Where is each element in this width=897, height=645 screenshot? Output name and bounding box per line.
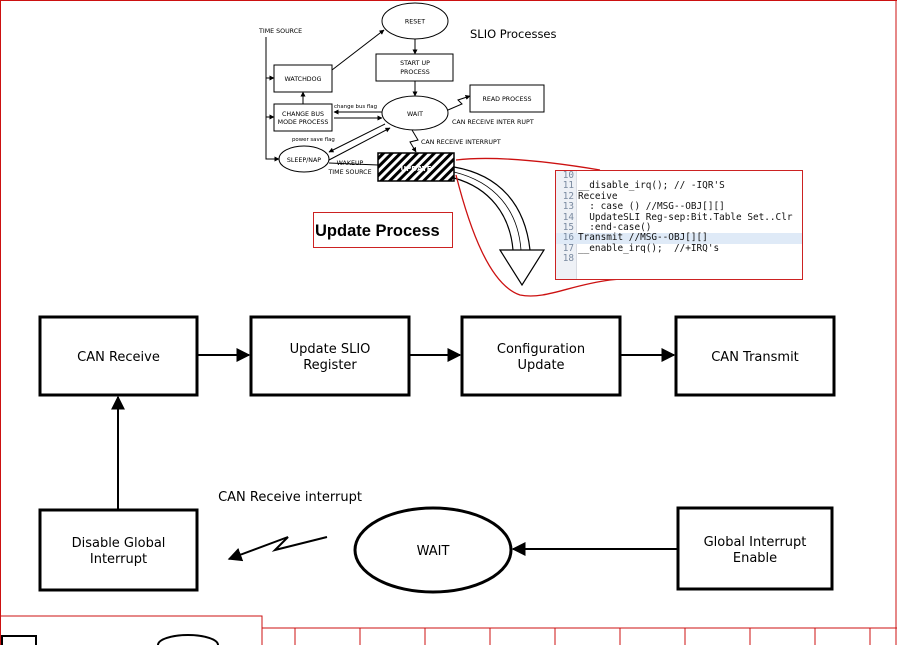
global-enable-label-1: Global Interrupt: [704, 535, 807, 550]
slio-labels: RESET START UP PROCESS WAIT READ PROCESS…: [258, 19, 557, 177]
main-flow-diagram: [38, 315, 836, 594]
code-line: 15 :end-case(): [556, 221, 802, 233]
main-flow-arrows: [111, 348, 678, 562]
code-line-text: :end-case(): [578, 221, 652, 233]
can-receive-interrupt-mid: CAN RECEIVE INTERRUPT: [421, 139, 501, 146]
interrupt-label: CAN Receive interrupt: [218, 490, 362, 505]
update-slio-label-2: Register: [303, 358, 357, 373]
update-block-label: UPDATE: [400, 165, 431, 173]
code-line-text: __disable_irq(); // -IQR'S: [578, 180, 725, 192]
can-receive-box: [38, 315, 199, 397]
startup-label-2: PROCESS: [400, 69, 430, 76]
code-line-text: : case () //MSG--OBJ[][]: [578, 201, 725, 213]
can-transmit-label: CAN Transmit: [711, 350, 799, 365]
code-line-number: 17: [562, 242, 574, 254]
wait-ellipse: [353, 506, 513, 594]
bottom-strip-shapes: [1, 634, 219, 645]
code-line-number: 16: [562, 232, 574, 244]
config-update-box: [460, 315, 622, 397]
disable-global-box: [38, 508, 199, 592]
wait-label: WAIT: [417, 544, 450, 559]
code-line: 14 UpdateSLI Reg-sep:Bit.Table Set..Clr: [556, 211, 802, 223]
reset-label: RESET: [405, 19, 425, 26]
slio-process-diagram: [265, 2, 545, 182]
code-line: 12 Receive: [556, 190, 802, 202]
code-line-number: 18: [562, 253, 574, 265]
watchdog-label: WATCHDOG: [285, 76, 322, 83]
code-line-text: UpdateSLI Reg-sep:Bit.Table Set..Clr: [578, 211, 793, 223]
big-curved-arrow: [453, 166, 546, 287]
config-update-label-2: Update: [517, 358, 564, 373]
update-slio-label-1: Update SLIO: [290, 342, 371, 357]
update-slio-box: [249, 315, 411, 397]
time-source-label: TIME SOURCE: [258, 28, 302, 35]
change-bus-label-1: CHANGE BUS: [282, 111, 324, 118]
code-line-text: Receive: [578, 190, 618, 202]
code-line: 16 Transmit //MSG--OBJ[][]: [556, 232, 802, 244]
update-process-title: Update Process: [313, 212, 453, 248]
change-bus-flag-label: change bus flag: [334, 104, 377, 110]
code-line-number: 14: [562, 211, 574, 223]
code-line: 11 __disable_irq(); // -IQR'S: [556, 180, 802, 192]
time-source-line: [265, 37, 280, 162]
read-process-label: READ PROCESS: [482, 96, 531, 103]
wakeup-label-2: TIME SOURCE: [327, 169, 371, 176]
code-line-text: __enable_irq(); //+IRQ's: [578, 242, 720, 254]
code-line: 13 : case () //MSG--OBJ[][]: [556, 201, 802, 213]
code-line-text: Transmit //MSG--OBJ[][]: [578, 232, 708, 244]
code-line-number: 11: [562, 180, 574, 192]
update-block: [377, 152, 455, 182]
slio-title: SLIO Processes: [470, 27, 557, 41]
change-bus-node: [273, 103, 333, 132]
code-line-number: 12: [562, 190, 574, 202]
config-update-label-1: Configuration: [497, 342, 585, 357]
bottom-strip: [0, 615, 897, 645]
code-line-number: 13: [562, 201, 574, 213]
change-bus-label-2: MODE PROCESS: [278, 119, 329, 126]
main-flow-labels: CAN Receive Update SLIO Register Configu…: [72, 342, 807, 567]
code-line: 10: [556, 171, 802, 181]
startup-node: [375, 53, 454, 82]
startup-label-1: START UP: [400, 60, 430, 67]
disable-global-label-2: Interrupt: [90, 552, 147, 567]
disable-global-label-1: Disable Global: [72, 536, 166, 551]
can-transmit-box: [674, 315, 836, 397]
code-gutter: [556, 171, 577, 279]
wakeup-label-1: WAKEUP: [337, 160, 364, 167]
wait-label-top: WAIT: [407, 111, 423, 118]
code-line: 17 __enable_irq(); //+IRQ's: [556, 242, 802, 254]
code-line: 18: [556, 253, 802, 265]
can-receive-interrupt-top: CAN RECEIVE INTER RUPT: [452, 119, 534, 126]
code-line-number: 15: [562, 221, 574, 233]
global-enable-label-2: Enable: [733, 551, 777, 566]
can-receive-label: CAN Receive: [77, 350, 160, 365]
sleep-label: SLEEP/NAP: [287, 157, 321, 164]
power-save-flag-label: power save flag: [292, 137, 335, 143]
code-line-number: 10: [562, 170, 574, 181]
